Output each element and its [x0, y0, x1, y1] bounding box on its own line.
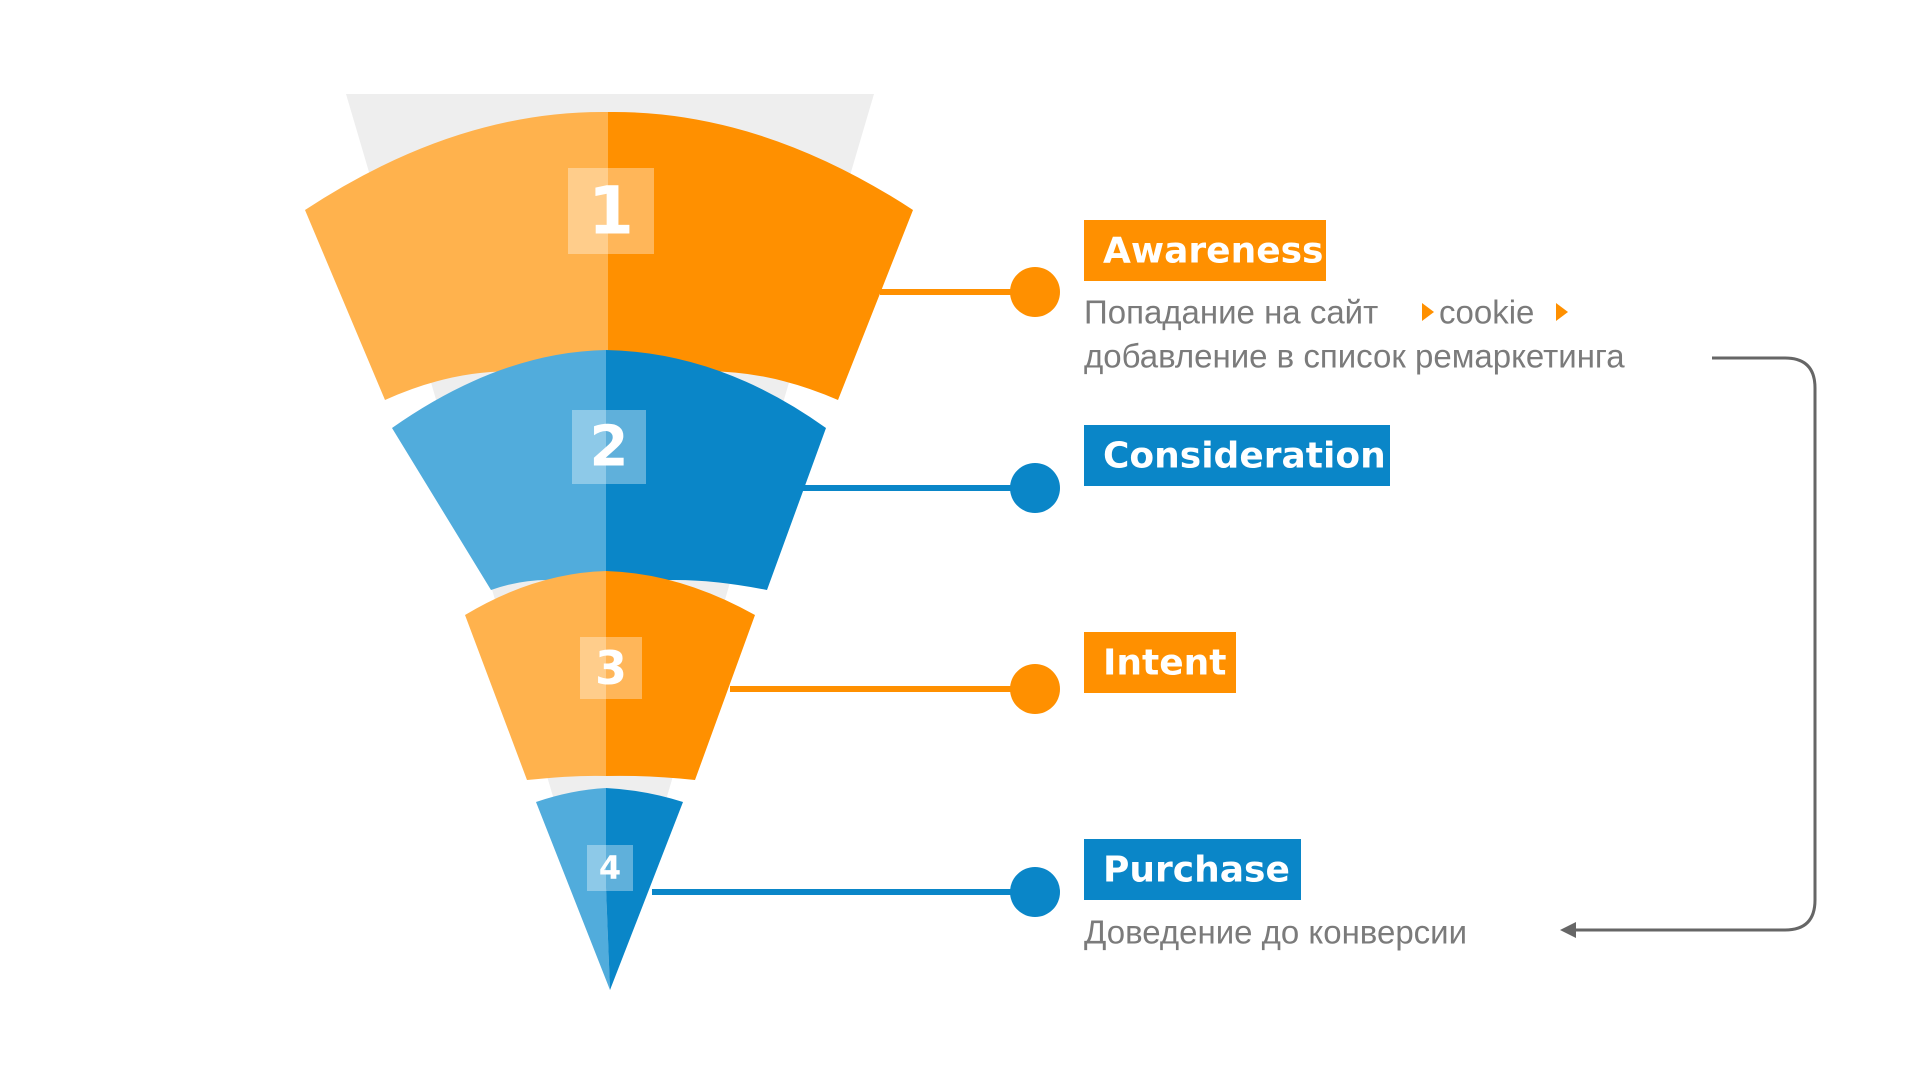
- connector-dot-2: [1010, 463, 1060, 513]
- segment-2-left: [392, 350, 606, 590]
- purchase-description: Доведение до конверсии: [1084, 914, 1467, 951]
- stage-label-intent: Intent: [1084, 632, 1236, 693]
- stage-label-3-text: Intent: [1103, 643, 1227, 684]
- loop-arrow-icon: [1560, 356, 1817, 938]
- step-2-number: 2: [590, 415, 629, 480]
- funnel-segment-4[interactable]: 4: [536, 788, 683, 990]
- stage-label-1-bg: [1084, 220, 1326, 281]
- segment-3-left: [465, 571, 606, 780]
- segment-4-left: [536, 788, 610, 990]
- funnel-segment-1[interactable]: 1: [305, 111, 913, 400]
- stage-label-4-text: Purchase: [1103, 850, 1290, 891]
- stage-label-1-text: Awareness: [1103, 231, 1323, 272]
- stage-label-purchase: Purchase: [1084, 839, 1301, 900]
- stage-label-awareness: Awareness: [1084, 220, 1326, 281]
- step-3-number: 3: [595, 641, 627, 695]
- funnel-segment-3[interactable]: 3: [465, 571, 755, 780]
- connector-dot-1: [1010, 267, 1060, 317]
- step-4-number-box: [587, 845, 633, 891]
- step-3-number-box: [580, 637, 642, 699]
- triangle-right-icon: [1422, 303, 1434, 321]
- stage-label-2-text: Consideration: [1103, 436, 1386, 477]
- segment-4-right: [606, 788, 683, 990]
- step-1-number-box: [568, 168, 654, 254]
- triangle-right-icon: [1556, 303, 1568, 321]
- funnel-segment-2[interactable]: 2: [392, 350, 826, 590]
- loop-arrow-head: [1560, 922, 1576, 938]
- awareness-description-line1-part1: Попадание на сайт: [1084, 294, 1378, 331]
- stage-label-4-bg: [1084, 839, 1301, 900]
- stage-label-3-bg: [1084, 632, 1236, 693]
- step-1-number: 1: [588, 173, 634, 250]
- segment-3-right: [606, 571, 755, 780]
- stage-label-2-bg: [1084, 425, 1390, 486]
- loop-arrow-path: [1574, 356, 1817, 932]
- connector-dot-4: [1010, 867, 1060, 917]
- awareness-description-line2: добавление в список ремаркетинга: [1084, 338, 1625, 375]
- segment-2-right: [606, 350, 826, 590]
- connector-dot-3: [1010, 664, 1060, 714]
- step-2-number-box: [572, 410, 646, 484]
- stage-label-consideration: Consideration: [1084, 425, 1390, 486]
- awareness-description-line1-part2: cookie: [1439, 294, 1534, 331]
- step-4-number: 4: [599, 849, 621, 887]
- segment-1-left: [305, 111, 608, 400]
- segment-1-right: [608, 111, 913, 400]
